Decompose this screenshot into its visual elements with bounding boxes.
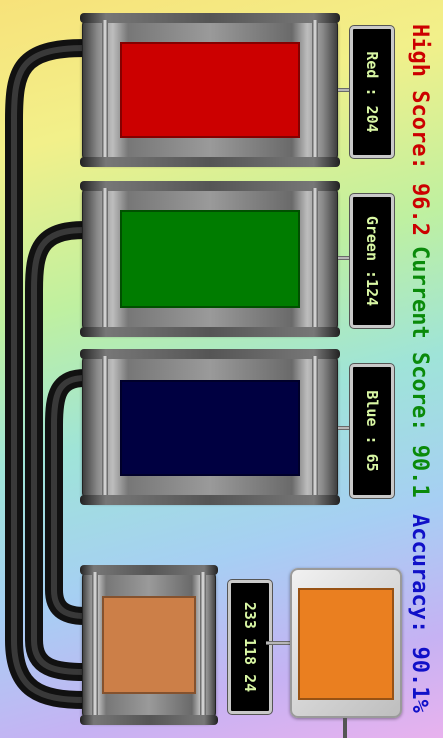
green-value-label: Green :124 [363, 215, 381, 307]
accuracy-score: Accuracy: 90.1% [407, 514, 432, 713]
green-swatch [120, 210, 300, 308]
mixed-value-label: 233 118 24 [241, 601, 259, 693]
red-swatch [120, 42, 300, 138]
mixed-tank [80, 565, 218, 725]
mixed-color-swatch [102, 596, 196, 694]
target-color-swatch [298, 588, 394, 700]
red-value-label: Red : 204 [363, 51, 381, 133]
high-score: High Score: 96.2 [407, 24, 432, 236]
red-tank [80, 13, 340, 167]
green-value-display: Green :124 [350, 194, 394, 328]
red-value-display: Red : 204 [350, 26, 394, 158]
mixed-value-display: 233 118 24 [228, 580, 272, 714]
blue-value-display: Blue : 65 [350, 364, 394, 498]
target-stand [343, 718, 347, 738]
current-score: Current Score: 90.1 [407, 246, 432, 498]
blue-swatch [120, 380, 300, 476]
target-color-panel[interactable] [290, 568, 402, 718]
green-tank [80, 181, 340, 337]
blue-tank [80, 349, 340, 505]
blue-value-label: Blue : 65 [363, 390, 381, 472]
